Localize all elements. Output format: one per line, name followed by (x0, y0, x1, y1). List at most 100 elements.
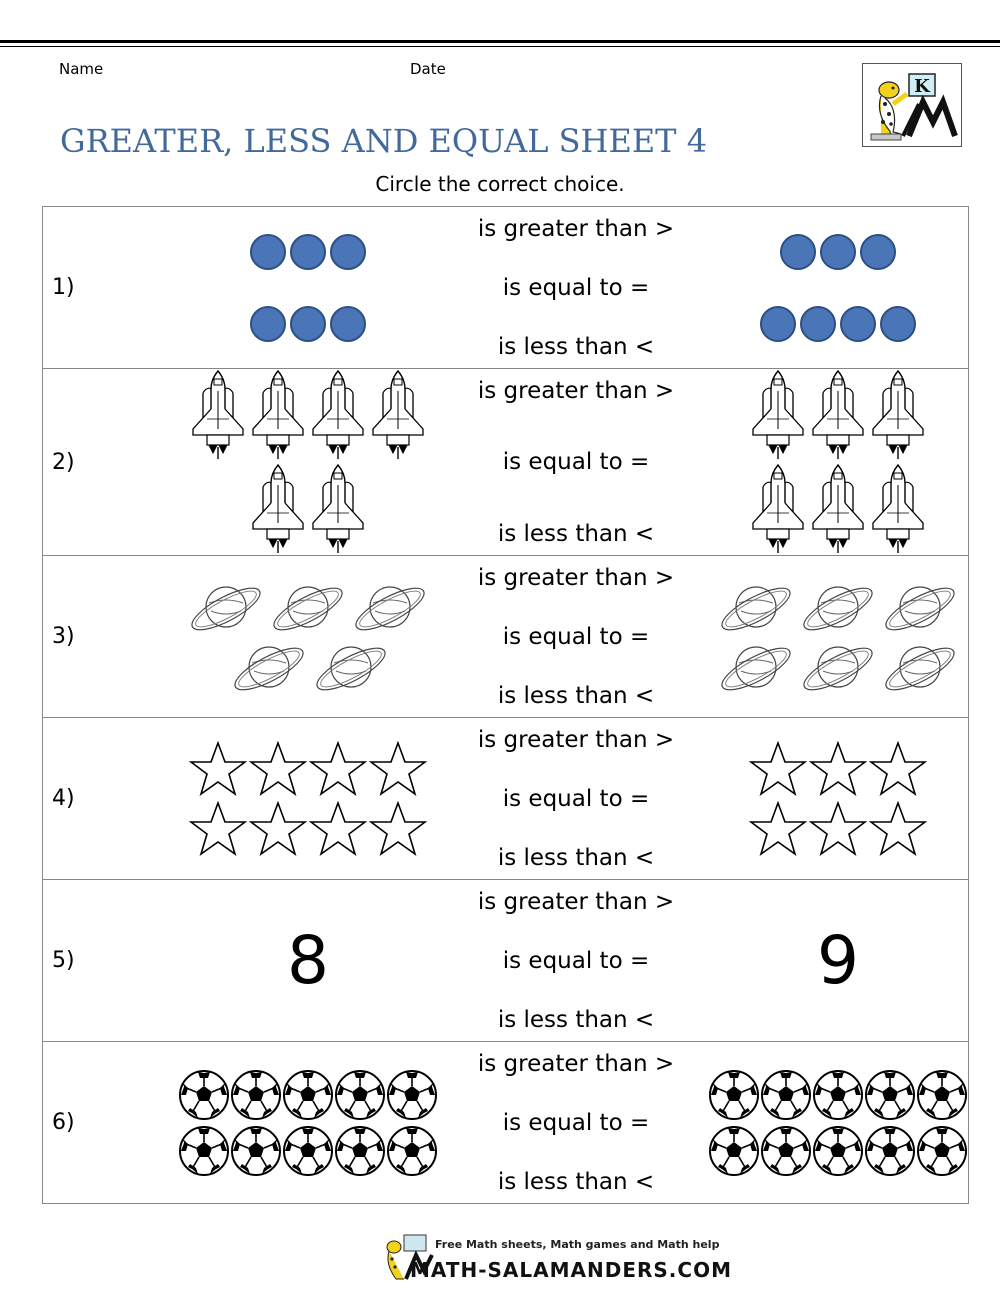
choice-less-than[interactable]: is less than < (497, 682, 655, 709)
right-picture-row (708, 1069, 968, 1121)
left-quantity (172, 1041, 444, 1204)
circle-icon (800, 305, 836, 342)
star-icon (248, 800, 308, 856)
choice-less-than[interactable]: is less than < (497, 1168, 655, 1195)
questions-table: 1) is greater than > is equal to = is less … (42, 206, 969, 1204)
rocket-icon (812, 369, 864, 459)
star-icon (188, 740, 248, 796)
star-icon (248, 740, 308, 796)
choice-less-than[interactable]: is less than < (497, 1006, 655, 1033)
question-row: 6) is greater than > is equal to = is less … (42, 1041, 969, 1204)
soccer-icon (761, 1125, 811, 1176)
choice-greater-than[interactable]: is greater than > (477, 726, 675, 753)
choice-list: is greater than > is equal to = is less th… (444, 215, 708, 361)
right-picture-row (749, 369, 927, 461)
circle-icon (330, 305, 366, 342)
soccer-icon (231, 1069, 281, 1120)
choice-less-than[interactable]: is less than < (497, 333, 655, 360)
rocket-icon (752, 369, 804, 459)
right-picture-row (749, 463, 927, 555)
name-label: Name (59, 60, 104, 78)
right-quantity (708, 368, 969, 556)
right-picture-row (715, 639, 961, 695)
choice-greater-than[interactable]: is greater than > (477, 215, 675, 242)
star-icon (748, 800, 808, 856)
choice-equal-to[interactable]: is equal to = (502, 947, 650, 974)
rocket-icon (252, 463, 304, 553)
right-picture-group (708, 233, 968, 343)
question-number: 6) (42, 1041, 172, 1204)
right-picture-row (759, 305, 917, 343)
question-number: 4) (42, 717, 172, 880)
choice-equal-to[interactable]: is equal to = (502, 1109, 650, 1136)
top-rule (0, 40, 1000, 43)
planet-icon (721, 645, 791, 690)
instruction-text: Circle the correct choice. (375, 172, 625, 196)
choice-greater-than[interactable]: is greater than > (477, 1050, 675, 1077)
planet-icon (803, 585, 873, 630)
planet-icon (273, 585, 343, 630)
choice-less-than[interactable]: is less than < (497, 520, 655, 547)
choice-cell: is greater than > is equal to = is less th… (444, 368, 708, 556)
rocket-icon (312, 369, 364, 459)
planet-icon (885, 645, 955, 690)
circle-icon (760, 305, 796, 342)
choice-less-than[interactable]: is less than < (497, 844, 655, 871)
question-number: 3) (42, 555, 172, 718)
right-quantity: 9 (708, 879, 969, 1042)
left-picture-row (185, 639, 431, 695)
choice-greater-than[interactable]: is greater than > (477, 888, 675, 915)
soccer-icon (231, 1125, 281, 1176)
question-row: 3) is greater than > is equal to = is less … (42, 555, 969, 718)
left-picture-group (172, 740, 444, 857)
left-picture-row (249, 305, 367, 343)
soccer-icon (761, 1069, 811, 1120)
choice-cell: is greater than > is equal to = is less th… (444, 555, 708, 718)
choice-greater-than[interactable]: is greater than > (477, 377, 675, 404)
star-icon (868, 800, 928, 856)
right-picture-row (748, 740, 928, 797)
circle-icon (250, 305, 286, 342)
star-icon (308, 740, 368, 796)
planet-icon (885, 585, 955, 630)
left-picture-row (178, 1069, 438, 1121)
right-picture-group (708, 579, 968, 695)
left-picture-row (189, 369, 427, 461)
star-icon (808, 800, 868, 856)
choice-cell: is greater than > is equal to = is less th… (444, 206, 708, 369)
star-icon (308, 800, 368, 856)
choice-greater-than[interactable]: is greater than > (477, 564, 675, 591)
left-quantity: 8 (172, 879, 444, 1042)
rocket-icon (312, 463, 364, 553)
left-picture-group (172, 579, 444, 695)
star-icon (748, 740, 808, 796)
choice-equal-to[interactable]: is equal to = (502, 785, 650, 812)
choice-equal-to[interactable]: is equal to = (502, 623, 650, 650)
star-icon (188, 800, 248, 856)
planet-icon (721, 585, 791, 630)
question-number: 1) (42, 206, 172, 369)
date-label: Date (410, 60, 446, 78)
star-icon (368, 740, 428, 796)
footer-logo (380, 1233, 670, 1283)
soccer-icon (709, 1069, 759, 1120)
soccer-icon (709, 1125, 759, 1176)
right-quantity (708, 717, 969, 880)
right-picture-group (708, 1069, 968, 1177)
right-number: 9 (817, 921, 859, 999)
planet-icon (355, 585, 425, 630)
rocket-icon (252, 369, 304, 459)
rocket-icon (192, 369, 244, 459)
planet-icon (803, 645, 873, 690)
choice-list: is greater than > is equal to = is less th… (444, 888, 708, 1034)
right-quantity (708, 206, 969, 369)
right-quantity (708, 555, 969, 718)
question-number: 2) (42, 368, 172, 556)
choice-cell: is greater than > is equal to = is less th… (444, 717, 708, 880)
choice-equal-to[interactable]: is equal to = (502, 449, 650, 475)
rocket-icon (872, 463, 924, 553)
right-picture-row (708, 1125, 968, 1177)
choice-equal-to[interactable]: is equal to = (502, 274, 650, 301)
circle-icon (880, 305, 916, 342)
right-picture-row (715, 579, 961, 635)
